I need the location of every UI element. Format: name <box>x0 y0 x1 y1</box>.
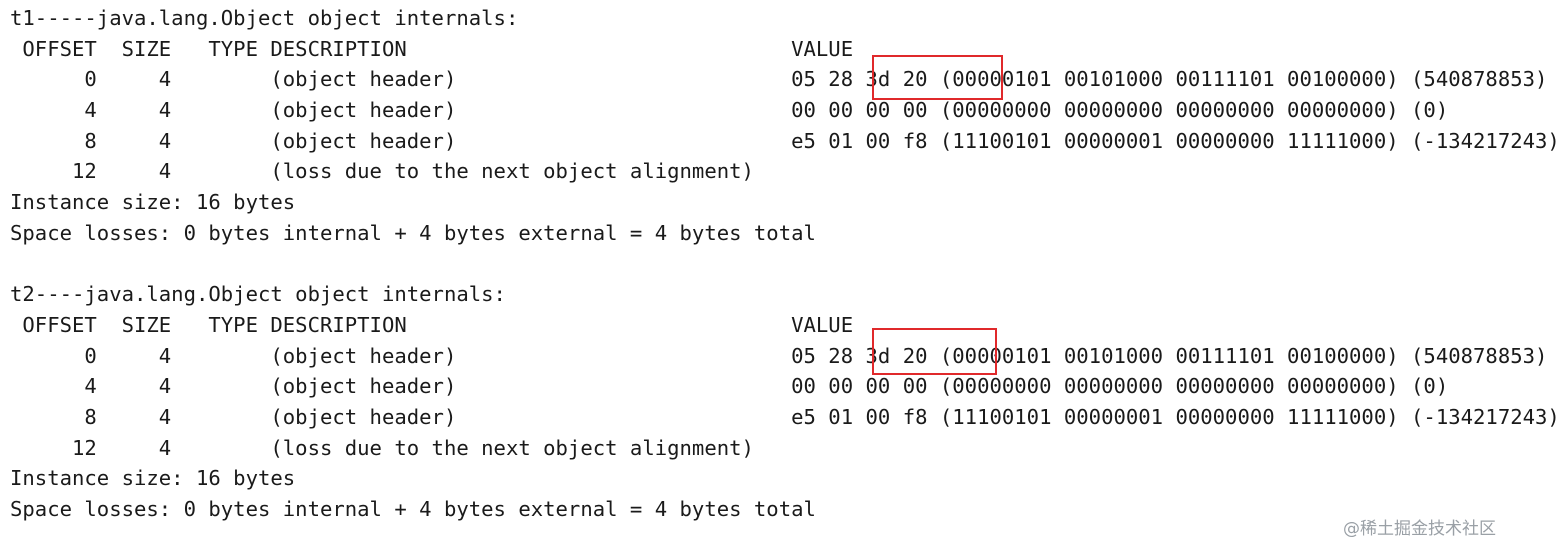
column-header: OFFSET SIZE TYPE DESCRIPTION VALUE <box>10 312 854 337</box>
watermark: @稀土掘金技术社区 <box>1343 519 1496 539</box>
table-row: 4 4 (object header) 00 00 00 00 (0000000… <box>10 374 1449 399</box>
object-layout-block-t1: t1-----java.lang.Object object internals… <box>10 3 1560 249</box>
instance-size: Instance size: 16 bytes <box>10 466 296 491</box>
table-row: 4 4 (object header) 00 00 00 00 (0000000… <box>10 98 1449 123</box>
highlight-box-t1 <box>872 55 1003 100</box>
console-output: t1-----java.lang.Object object internals… <box>10 3 1560 525</box>
table-row: 0 4 (object header) 05 28 3d 20 (0000010… <box>10 67 1548 92</box>
column-header: OFFSET SIZE TYPE DESCRIPTION VALUE <box>10 36 854 61</box>
instance-size: Instance size: 16 bytes <box>10 190 296 215</box>
block-title: t1-----java.lang.Object object internals… <box>10 6 519 30</box>
space-losses: Space losses: 0 bytes internal + 4 bytes… <box>10 220 816 245</box>
table-row: 12 4 (loss due to the next object alignm… <box>10 159 754 184</box>
table-row: 8 4 (object header) e5 01 00 f8 (1110010… <box>10 128 1560 153</box>
highlight-box-t2 <box>872 328 997 375</box>
table-row: 8 4 (object header) e5 01 00 f8 (1110010… <box>10 404 1560 429</box>
table-row: 0 4 (object header) 05 28 3d 20 (0000010… <box>10 343 1548 368</box>
object-layout-block-t2: t2----java.lang.Object object internals:… <box>10 279 1560 525</box>
blank-line <box>10 249 1500 280</box>
table-row: 12 4 (loss due to the next object alignm… <box>10 435 754 460</box>
space-losses: Space losses: 0 bytes internal + 4 bytes… <box>10 497 816 521</box>
block-title: t2----java.lang.Object object internals: <box>10 282 506 307</box>
